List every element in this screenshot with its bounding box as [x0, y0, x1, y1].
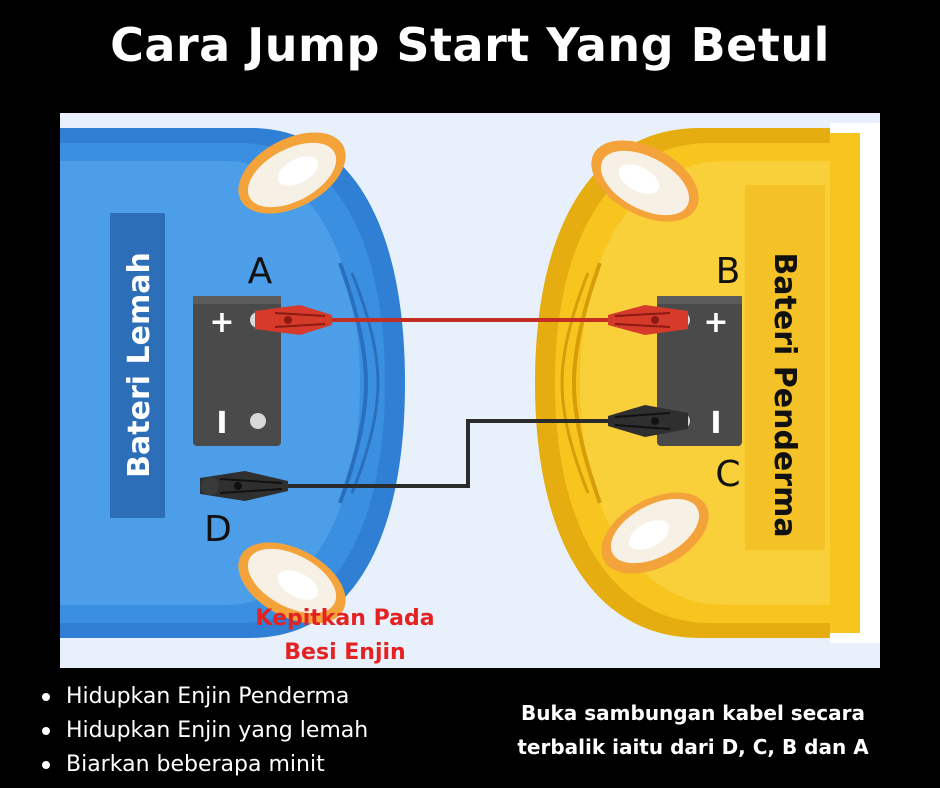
- clamp-b: [608, 305, 688, 335]
- donor-battery-label: Bateri Penderma: [767, 252, 802, 537]
- disconnect-note-line2: terbalik iaitu dari D, C, B dan A: [517, 735, 869, 759]
- left-headlight-top: [238, 132, 346, 214]
- left-headlight-bottom: [238, 542, 346, 624]
- terminal-plus-left: +: [209, 305, 234, 340]
- terminal-minus-left: I: [216, 406, 227, 441]
- ground-note-line2: Besi Enjin: [284, 640, 405, 665]
- terminal-plus-right: +: [703, 305, 728, 340]
- point-b-label: B: [716, 251, 741, 292]
- clamp-c: [608, 405, 688, 437]
- negative-cable: [285, 419, 610, 488]
- list-item: Biarkan beberapa minit: [38, 748, 368, 782]
- terminal-minus-right: I: [710, 406, 721, 441]
- point-c-label: C: [715, 454, 740, 495]
- right-headlight-top: [591, 140, 699, 222]
- clamp-d: [200, 471, 288, 501]
- weak-battery-label: Bateri Lemah: [122, 252, 157, 478]
- disconnect-note: Buka sambungan kabel secara terbalik iai…: [468, 696, 918, 764]
- ground-note-line1: Kepitkan Pada: [255, 606, 434, 631]
- jump-start-diagram: + I + I A B C D Bateri Lemah Bateri Pend…: [60, 113, 880, 668]
- disconnect-note-line1: Buka sambungan kabel secara: [521, 701, 865, 725]
- right-label-bar: [745, 185, 825, 550]
- page-title: Cara Jump Start Yang Betul: [110, 18, 830, 72]
- point-d-label: D: [204, 509, 232, 550]
- point-a-label: A: [248, 251, 273, 292]
- list-item: Hidupkan Enjin Penderma: [38, 680, 368, 714]
- diagram-canvas: + I + I A B C D Bateri Lemah Bateri Pend…: [60, 123, 880, 665]
- list-item: Hidupkan Enjin yang lemah: [38, 714, 368, 748]
- left-label-bar: [110, 213, 165, 518]
- steps-list: Hidupkan Enjin Penderma Hidupkan Enjin y…: [38, 680, 368, 782]
- clamp-a: [255, 305, 332, 335]
- right-headlight-bottom: [601, 492, 709, 574]
